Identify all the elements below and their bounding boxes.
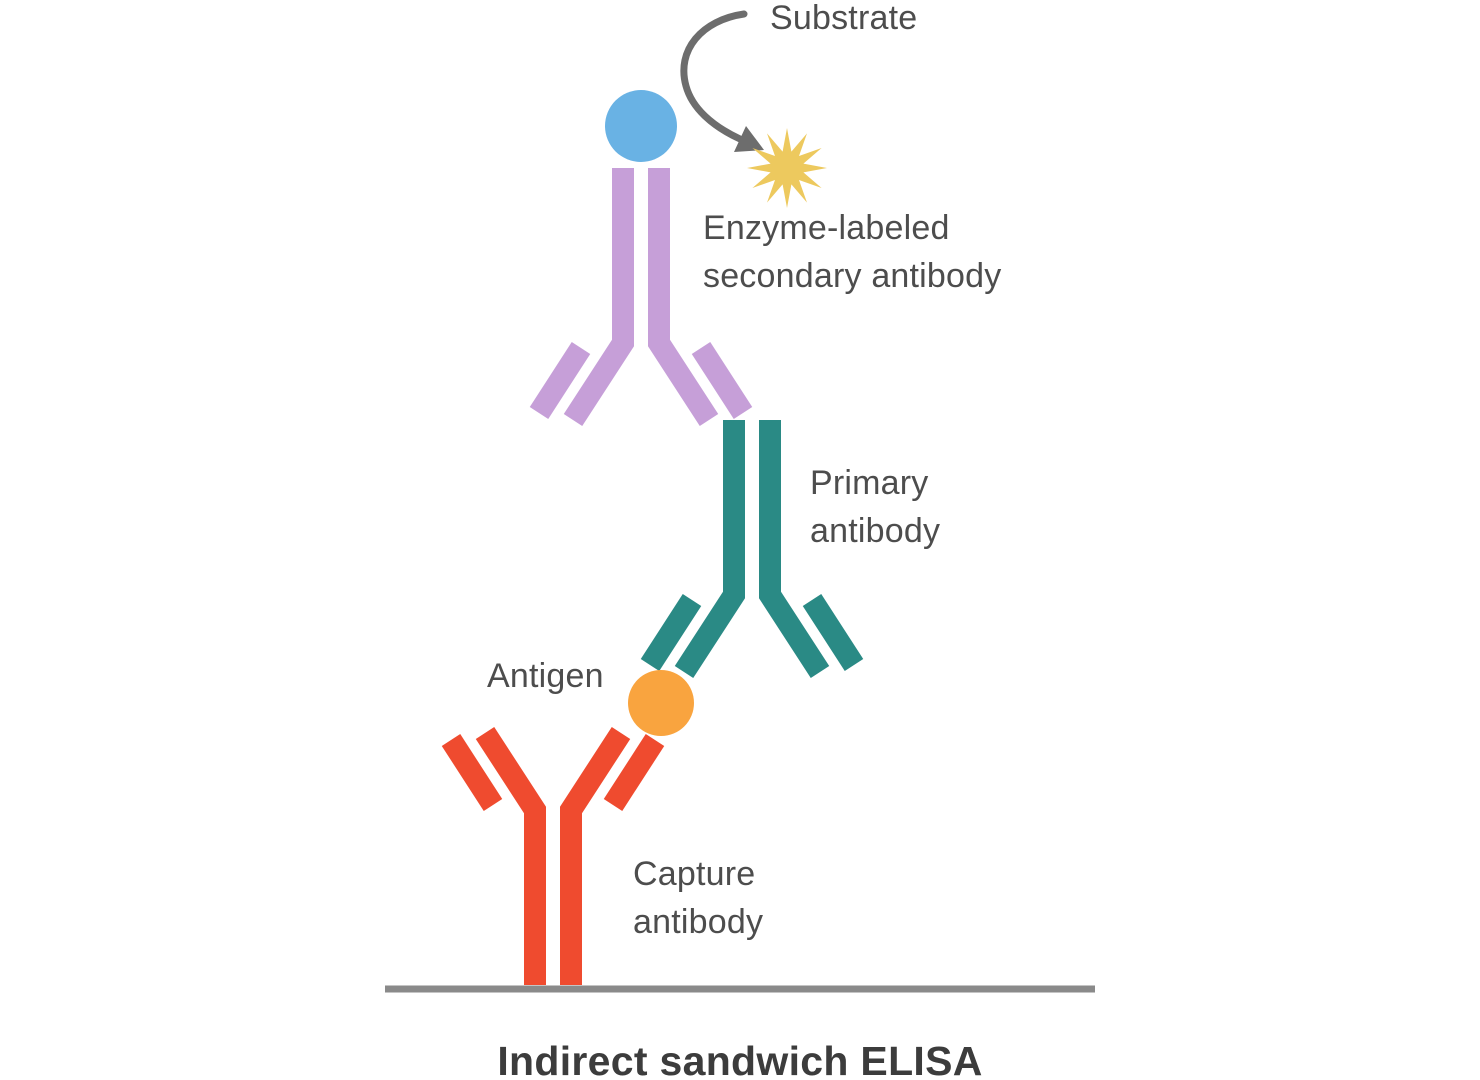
secondary-antibody-label: Enzyme-labeled secondary antibody: [703, 209, 1002, 295]
diagram-title: Indirect sandwich ELISA: [497, 1038, 983, 1080]
primary-light-chain-right: [802, 594, 864, 671]
capture-heavy-chain-left: [560, 727, 631, 985]
primary-antibody-label: Primary antibody: [810, 464, 941, 550]
primary-heavy-chain-left: [674, 420, 745, 678]
substrate-label: Substrate: [770, 0, 918, 37]
enzyme-circle: [605, 90, 677, 162]
secondary-antibody: [529, 168, 753, 426]
substrate-arrow: [680, 10, 764, 152]
primary-heavy-chain-right: [759, 420, 830, 678]
arrow-head-icon: [734, 126, 764, 152]
antigen-label: Antigen: [487, 657, 604, 695]
capture-antibody: [441, 727, 665, 985]
secondary-light-chain-right: [691, 342, 753, 419]
secondary-heavy-chain-left: [563, 168, 634, 426]
secondary-heavy-chain-right: [648, 168, 719, 426]
capture-heavy-chain-right: [475, 727, 546, 985]
capture-light-chain-left: [603, 734, 665, 811]
primary-antibody: [640, 420, 864, 678]
capture-light-chain-right: [441, 734, 503, 811]
capture-antibody-label: Capture antibody: [633, 855, 764, 941]
substrate-burst-icon: [747, 128, 827, 208]
primary-light-chain-left: [640, 594, 702, 671]
arrow-curve: [680, 10, 748, 143]
secondary-light-chain-left: [529, 342, 591, 419]
antigen-circle: [628, 670, 694, 736]
